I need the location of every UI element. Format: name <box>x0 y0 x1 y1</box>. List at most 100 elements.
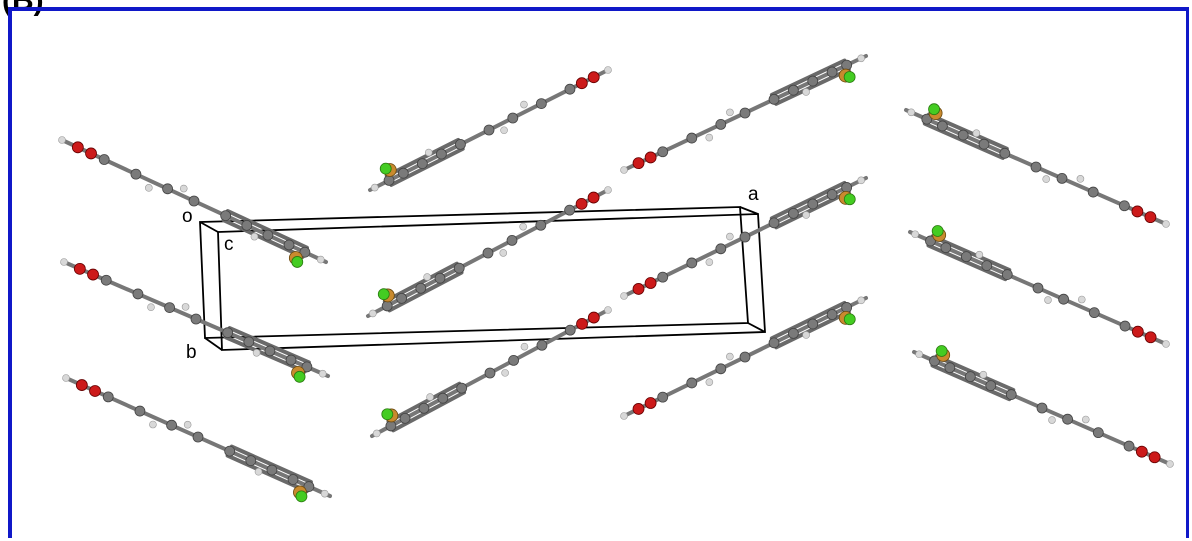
unit-cell-edge <box>747 322 766 333</box>
molecule <box>368 66 612 192</box>
carbon-atom <box>437 392 449 404</box>
hydrogen-atom <box>181 303 190 311</box>
carbon-atom <box>1119 200 1130 212</box>
hydrogen-atom <box>857 54 865 63</box>
hydrogen-atom <box>252 348 261 357</box>
carbon-atom <box>220 210 232 222</box>
hydrogen-atom <box>1077 295 1086 304</box>
chlorine-atom <box>377 288 390 301</box>
carbon-atom <box>1032 282 1044 294</box>
carbon-atom <box>807 318 819 330</box>
carbon-atom <box>925 235 936 247</box>
hydrogen-atom <box>368 309 377 318</box>
carbon-atom <box>788 327 799 339</box>
hydrogen-atom <box>705 133 714 142</box>
chlorine-atom <box>928 103 940 116</box>
carbon-atom <box>826 66 838 78</box>
oxygen-atom <box>632 403 645 415</box>
molecule-layer <box>58 54 1174 503</box>
carbon-atom <box>162 183 174 195</box>
hydrogen-atom <box>857 296 865 305</box>
carbon-atom <box>453 262 465 274</box>
chlorine-atom <box>843 193 856 206</box>
hydrogen-atom <box>1162 340 1170 348</box>
hydrogen-atom <box>183 420 192 429</box>
carbon-atom <box>807 198 819 210</box>
carbon-atom <box>768 337 780 349</box>
hydrogen-atom <box>604 66 612 74</box>
carbon-atom <box>455 138 466 150</box>
hydrogen-atom <box>1162 220 1170 228</box>
oxygen-atom <box>87 268 99 281</box>
carbon-atom <box>383 174 395 186</box>
hydrogen-atom <box>620 292 628 300</box>
unit-cell-back-face <box>199 206 749 339</box>
hydrogen-atom <box>620 166 628 174</box>
carbon-atom <box>1036 402 1048 414</box>
chlorine-atom <box>291 256 304 268</box>
carbon-atom <box>841 59 853 71</box>
carbon-atom <box>1087 186 1099 198</box>
carbon-atom <box>396 292 408 304</box>
carbon-atom <box>130 168 142 180</box>
carbon-atom <box>456 382 468 394</box>
molecule <box>60 258 330 383</box>
carbon-atom <box>960 251 972 263</box>
carbon-atom <box>826 189 838 200</box>
oxygen-atom <box>75 379 88 391</box>
carbon-atom <box>132 288 144 300</box>
hydrogen-atom <box>802 331 810 339</box>
oxygen-atom <box>73 262 86 275</box>
oxygen-atom <box>575 197 588 210</box>
carbon-atom <box>418 402 430 414</box>
hydrogen-atom <box>426 393 434 401</box>
carbon-atom <box>1123 440 1135 452</box>
carbon-atom <box>715 243 727 255</box>
hydrogen-atom <box>972 129 981 138</box>
carbon-atom <box>264 345 276 357</box>
oxygen-atom <box>1144 331 1157 344</box>
chlorine-atom <box>295 490 308 503</box>
carbon-atom <box>1119 320 1131 332</box>
carbon-atom <box>102 391 114 403</box>
carbon-atom <box>686 257 698 269</box>
carbon-atom <box>1092 427 1104 439</box>
hydrogen-atom <box>857 176 865 185</box>
hydrogen-atom <box>620 412 628 420</box>
hydrogen-atom <box>370 183 379 192</box>
carbon-atom <box>507 112 519 124</box>
cell-label-b: b <box>186 342 197 363</box>
carbon-atom <box>921 113 933 125</box>
carbon-atom <box>283 239 295 251</box>
cell-label-c: c <box>224 234 234 255</box>
hydrogen-atom <box>250 232 259 241</box>
carbon-atom <box>1005 389 1017 400</box>
chlorine-atom <box>843 71 856 83</box>
carbon-atom <box>435 148 447 160</box>
carbon-atom <box>657 271 669 283</box>
hydrogen-atom <box>1076 175 1085 183</box>
carbon-atom <box>788 207 799 219</box>
carbon-atom <box>1030 161 1042 173</box>
molecule <box>904 103 1170 228</box>
molecule <box>370 306 612 438</box>
chlorine-atom <box>381 408 394 421</box>
hydrogen-atom <box>58 136 66 144</box>
carbon-atom <box>385 420 397 432</box>
carbon-atom <box>397 167 409 179</box>
oxygen-atom <box>587 311 600 324</box>
cell-label-a: a <box>748 184 759 205</box>
carbon-atom <box>807 75 819 87</box>
carbon-atom <box>482 247 494 259</box>
hydrogen-atom <box>705 258 714 266</box>
hydrogen-atom <box>911 230 919 239</box>
carbon-atom <box>381 300 393 312</box>
hydrogen-atom <box>915 350 923 359</box>
molecule <box>58 136 328 268</box>
carbon-atom <box>508 354 519 366</box>
carbon-atom <box>1056 172 1068 184</box>
carbon-atom <box>1088 307 1100 319</box>
hydrogen-atom <box>316 255 325 264</box>
carbon-atom <box>536 339 548 351</box>
hydrogen-atom <box>500 126 508 135</box>
